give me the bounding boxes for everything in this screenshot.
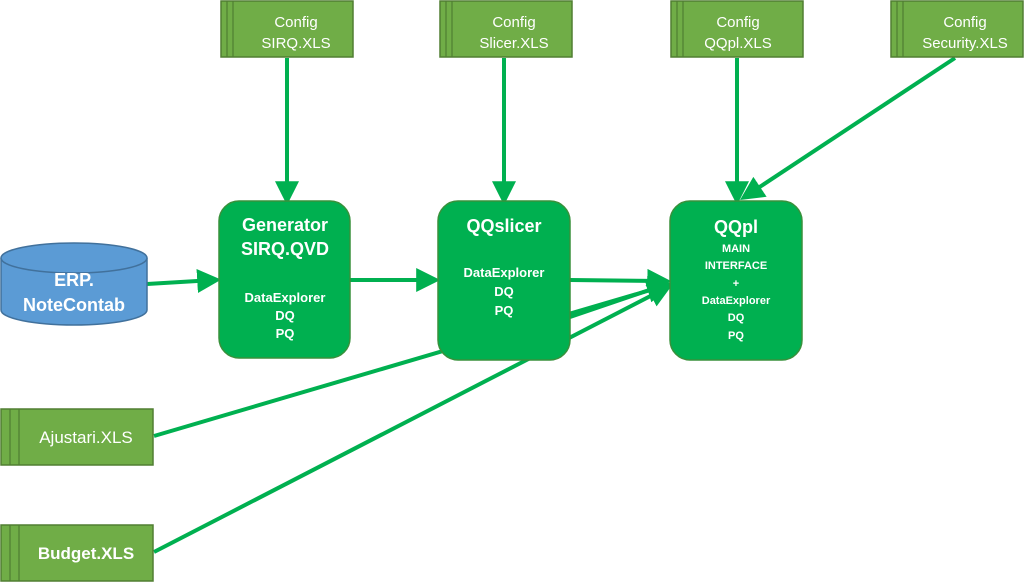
ajustari-xls-label: Ajustari.XLS (39, 428, 133, 447)
connectors (146, 56, 957, 554)
config-sirq-line2: SIRQ.XLS (261, 35, 330, 52)
config-sirq-box: Config SIRQ.XLS (220, 0, 354, 58)
qqpl-item: MAIN (722, 243, 750, 255)
config-slicer-line2: Slicer.XLS (479, 35, 548, 52)
budget-xls-label: Budget.XLS (38, 544, 134, 563)
config-security-line1: Config (943, 14, 986, 31)
config-slicer-box: Config Slicer.XLS (439, 0, 573, 58)
erp-database-cylinder: ERP. NoteContab (0, 242, 148, 326)
database-line1: ERP. (54, 270, 94, 290)
config-qqpl-line1: Config (716, 14, 759, 31)
config-slicer-line1: Config (492, 14, 535, 31)
generator-title-line2: SIRQ.QVD (241, 239, 329, 259)
qqpl-title: QQpl (714, 217, 758, 237)
qqpl-item: PQ (728, 330, 744, 342)
config-security-line2: Security.XLS (922, 35, 1008, 52)
qqpl-process-box: QQpl MAIN INTERFACE + DataExplorer DQ PQ (669, 200, 803, 361)
qqpl-item: + (733, 278, 739, 290)
qqslicer-item: PQ (495, 303, 514, 318)
qqpl-item: DQ (728, 312, 745, 324)
ajustari-xls-box: Ajustari.XLS (0, 408, 154, 466)
config-qqpl-line2: QQpl.XLS (704, 35, 772, 52)
database-line2: NoteContab (23, 295, 125, 315)
generator-item: DataExplorer (245, 290, 326, 305)
config-security-box: Config Security.XLS (890, 0, 1024, 58)
arrow-database-to-generator (146, 269, 222, 293)
qqslicer-item: DataExplorer (464, 265, 545, 280)
qqpl-item: DataExplorer (702, 295, 771, 307)
generator-process-box: Generator SIRQ.QVD DataExplorer DQ PQ (218, 200, 351, 359)
config-qqpl-box: Config QQpl.XLS (670, 0, 804, 58)
qqslicer-process-box: QQslicer DataExplorer DQ PQ (437, 200, 571, 361)
arrow-qqslicer-to-qqpl (569, 268, 672, 293)
arrow-config-security-to-qqpl (739, 56, 957, 200)
generator-item: PQ (276, 326, 295, 341)
budget-xls-box: Budget.XLS (0, 524, 154, 582)
arrow-budget-to-qqpl (153, 284, 673, 554)
qqslicer-item: DQ (494, 284, 514, 299)
arrow-ajustari-to-qqpl (153, 279, 671, 438)
generator-title-line1: Generator (242, 215, 328, 235)
qqpl-item: INTERFACE (705, 260, 767, 272)
qqslicer-title: QQslicer (466, 216, 541, 236)
generator-item: DQ (275, 308, 295, 323)
config-sirq-line1: Config (274, 14, 317, 31)
